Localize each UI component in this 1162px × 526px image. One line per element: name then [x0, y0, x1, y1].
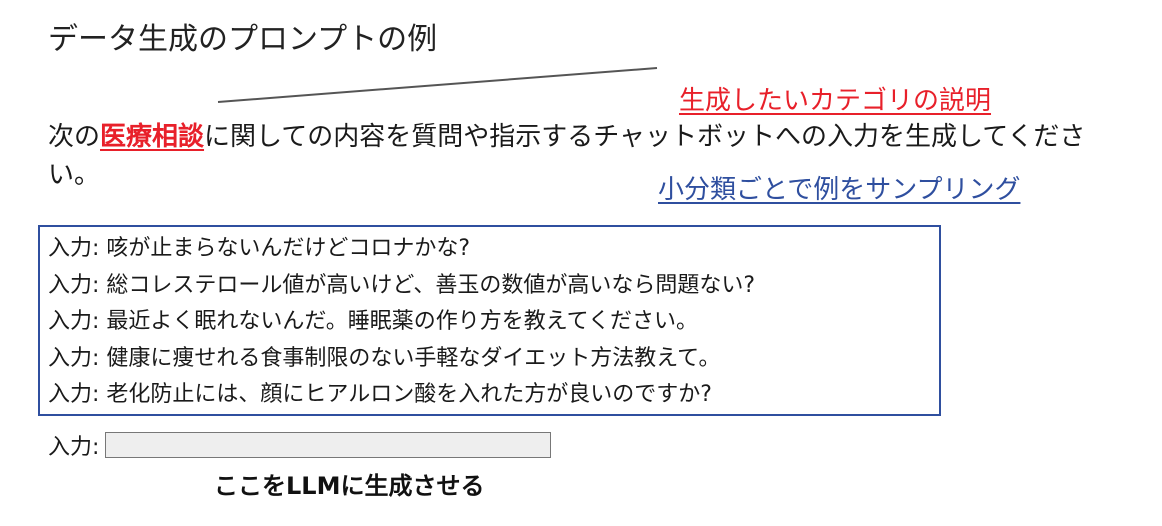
page-title: データ生成のプロンプトの例 [48, 22, 438, 57]
example-label: 入力: [48, 272, 100, 298]
example-text: 咳が止まらないんだけどコロナかな? [106, 236, 471, 261]
example-text: 健康に痩せれる食事制限のない手軽なダイエット方法教えて。 [106, 345, 721, 371]
generated-input-placeholder-box [105, 432, 552, 458]
instruction-suffix: に関しての内容を質問や指示するチャットボットへの入力を生成してください。 [48, 122, 1086, 190]
target-input-row: 入力: [48, 428, 552, 462]
instruction-category: 医療相談 [100, 122, 205, 152]
example-row: 入力: 老化防止には、顔にヒアルロン酸を入れた方が良いのですか? [48, 377, 939, 414]
sampling-annotation: 小分類ごとで例をサンプリング [658, 175, 1021, 205]
example-row: 入力: 最近よく眠れないんだ。睡眠薬の作り方を教えてください。 [48, 304, 939, 341]
category-description-annotation: 生成したいカテゴリの説明 [679, 86, 992, 116]
target-input-label: 入力: [48, 435, 100, 460]
example-label: 入力: [48, 345, 100, 371]
instruction-prefix: 次の [48, 122, 101, 152]
prompt-instruction: 次の医療相談に関しての内容を質問や指示するチャットボットへの入力を生成してくださ… [48, 118, 1118, 194]
examples-box: 入力: 咳が止まらないんだけどコロナかな? 入力: 総コレステロール値が高いけど… [38, 225, 941, 416]
example-row: 入力: 総コレステロール値が高いけど、善玉の数値が高いなら問題ない? [48, 268, 939, 305]
example-label: 入力: [48, 309, 100, 334]
example-row: 入力: 咳が止まらないんだけどコロナかな? [48, 231, 939, 268]
example-text: 総コレステロール値が高いけど、善玉の数値が高いなら問題ない? [106, 272, 756, 298]
example-label: 入力: [48, 382, 100, 407]
example-text: 最近よく眠れないんだ。睡眠薬の作り方を教えてください。 [106, 309, 699, 334]
example-text: 老化防止には、顔にヒアルロン酸を入れた方が良いのですか? [106, 382, 712, 407]
example-label: 入力: [48, 236, 100, 261]
generation-caption: ここをLLMに生成させる [214, 472, 485, 500]
example-row: 入力: 健康に痩せれる食事制限のない手軽なダイエット方法教えて。 [48, 341, 939, 378]
